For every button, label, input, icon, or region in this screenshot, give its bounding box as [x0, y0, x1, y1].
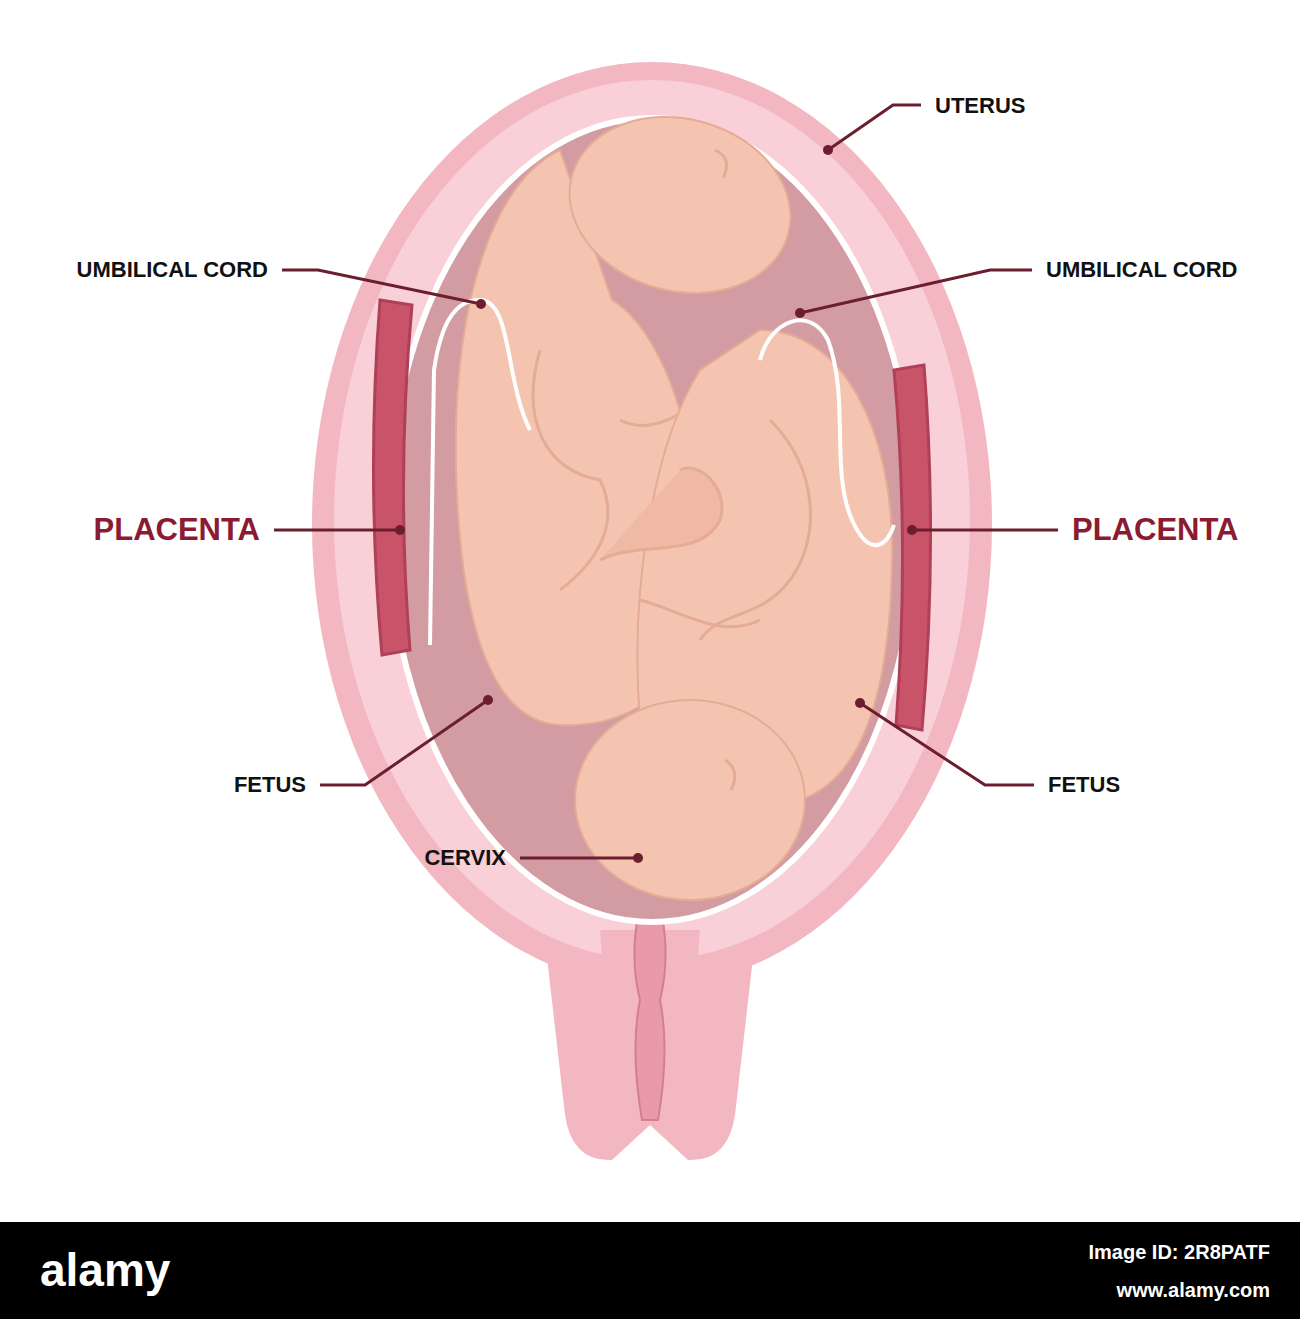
part-label: UMBILICAL CORD	[1046, 258, 1237, 282]
watermark: Image ID: 2R8PATF	[1088, 1241, 1270, 1263]
placenta-shape	[894, 365, 931, 730]
leader-line	[320, 700, 488, 785]
leader-line	[912, 529, 1058, 532]
leader-line	[800, 270, 1032, 313]
placenta-shape	[373, 300, 412, 655]
uterus-inner-wall	[334, 80, 970, 960]
part-label: PLACENTA	[94, 513, 260, 547]
uterus-wall	[312, 62, 992, 986]
fetus-head	[575, 700, 805, 900]
leader-line	[274, 529, 400, 532]
leader-dot	[823, 145, 833, 155]
part-label: UTERUS	[935, 94, 1025, 118]
part-label: CERVIX	[424, 846, 506, 870]
fetus-ear	[725, 760, 735, 790]
umbilical-cord	[430, 300, 530, 645]
leader-dot	[795, 308, 805, 318]
fetus-limb	[533, 350, 608, 590]
leader-line	[828, 105, 921, 150]
fetus-head	[550, 93, 811, 317]
leader-dot	[855, 698, 865, 708]
leader-dot	[476, 299, 486, 309]
cervical-canal	[634, 915, 665, 1120]
footer-bar	[0, 1222, 1300, 1319]
watermark: alamy	[40, 1245, 170, 1296]
part-label: PLACENTA	[1072, 513, 1238, 547]
fetus-limb	[600, 468, 722, 560]
leader-line	[860, 703, 1034, 785]
leader-dot	[633, 853, 643, 863]
watermark: www.alamy.com	[1117, 1279, 1270, 1301]
fetus-limb	[640, 600, 760, 627]
part-label: FETUS	[1048, 773, 1120, 797]
part-label: FETUS	[234, 773, 306, 797]
leader-dot	[395, 525, 405, 535]
umbilical-cord	[760, 320, 894, 545]
leader-line	[282, 270, 481, 304]
part-label: UMBILICAL CORD	[77, 258, 268, 282]
leader-line	[520, 857, 638, 860]
fetus-limb	[700, 420, 810, 640]
leader-dot	[483, 695, 493, 705]
leader-dot	[907, 525, 917, 535]
fetus-ear	[715, 150, 727, 178]
